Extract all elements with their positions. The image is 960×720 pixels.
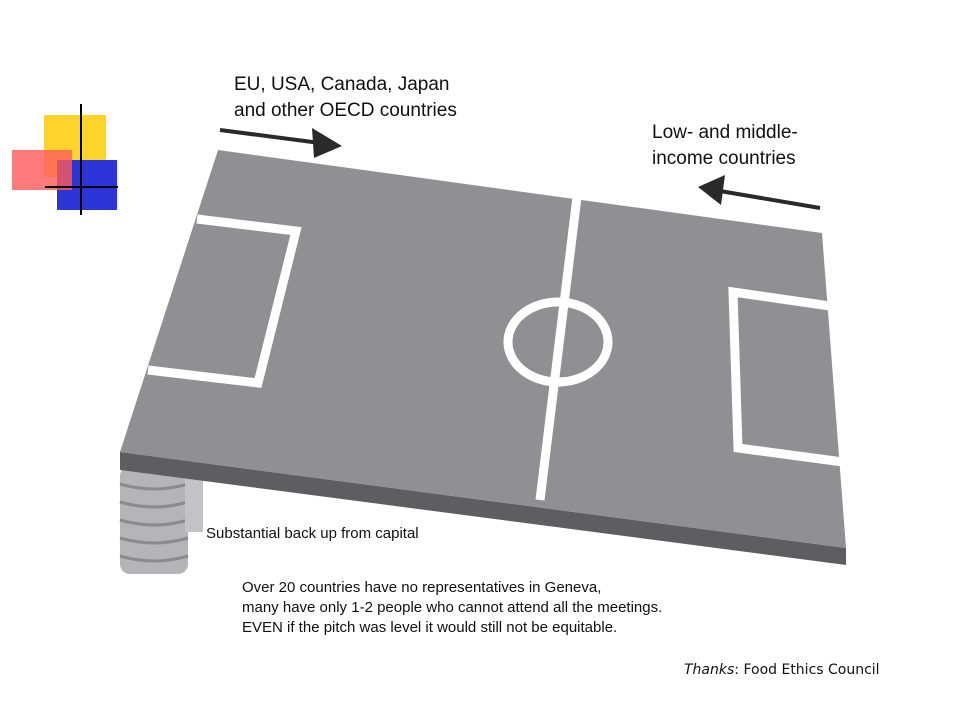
credit-line: Thanks: Food Ethics Council [684, 662, 880, 678]
center-circle [503, 297, 613, 387]
credit-prefix: Thanks [684, 662, 735, 678]
footnote-line1: Over 20 countries have no representative… [242, 579, 602, 596]
arrow-right-oecd [219, 128, 342, 158]
oecd-label-line2: and other OECD countries [234, 100, 457, 121]
pitch-markings [147, 196, 844, 501]
footnote-line3: EVEN if the pitch was level it would sti… [242, 619, 618, 636]
backup-label: Substantial back up from capital [206, 525, 419, 542]
halfway-line [535, 196, 582, 501]
pitch-side [120, 452, 846, 565]
footnote-line2: many have only 1-2 people who cannot att… [242, 599, 663, 616]
developing-label-line1: Low- and middle- [652, 122, 798, 143]
credit-rest: : Food Ethics Council [734, 662, 880, 678]
developing-label: Low- and middle- income countries [652, 120, 798, 172]
developing-label-line2: income countries [652, 148, 796, 169]
oecd-label-line1: EU, USA, Canada, Japan [234, 74, 450, 95]
footnote-text: Over 20 countries have no representative… [242, 578, 662, 638]
arrow-left-developing [698, 175, 821, 210]
coin-stacks [119, 466, 203, 574]
left-penalty-box [147, 214, 302, 388]
oecd-label: EU, USA, Canada, Japan and other OECD co… [234, 72, 457, 124]
decorative-squares [12, 104, 118, 215]
right-penalty-box [728, 286, 844, 467]
pitch-surface [120, 150, 846, 548]
